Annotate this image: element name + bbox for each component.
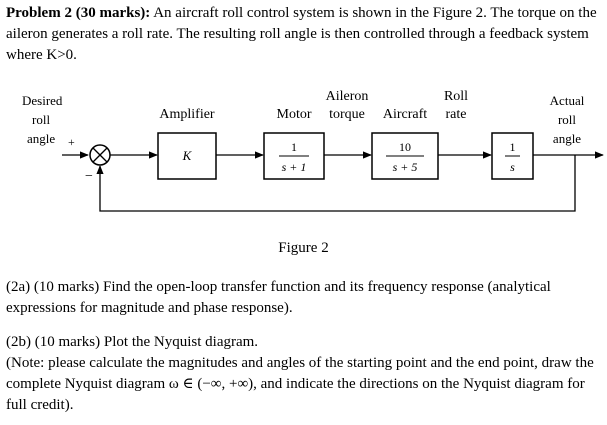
amplifier-block [157, 132, 217, 180]
aircraft-title: Aircraft [383, 107, 427, 122]
input-label-line1: Desired [22, 93, 63, 108]
aileron-torque-label-line1: Aileron [326, 89, 369, 104]
part-b-line1: (2b) (10 marks) Plot the Nyquist diagram… [6, 334, 259, 350]
summing-junction [89, 144, 111, 166]
aircraft-denominator: s + 5 [393, 160, 418, 174]
roll-rate-label-line2: rate [446, 107, 467, 122]
output-label-line2: roll [558, 112, 576, 127]
amplifier-gain: K [182, 148, 193, 163]
motor-denominator: s + 1 [282, 160, 307, 174]
input-label-line3: angle [27, 131, 55, 146]
feedback-path [96, 155, 576, 212]
figure-caption: Figure 2 [278, 240, 329, 256]
motor-title: Motor [277, 107, 312, 122]
motor-numerator: 1 [291, 140, 297, 154]
aileron-torque-label-line2: torque [329, 107, 365, 122]
minus-sign: − [85, 169, 93, 184]
output-label-line1: Actual [550, 93, 585, 108]
part-b-note: (Note: please calculate the magnitudes a… [6, 355, 594, 413]
output-label-line3: angle [553, 131, 581, 146]
plus-sign: + [68, 135, 75, 149]
integrator-denominator: s [510, 160, 515, 174]
problem-intro: An aircraft roll control system is shown… [6, 5, 597, 63]
input-label-line2: roll [32, 112, 50, 127]
problem-heading: Problem 2 (30 marks): [6, 5, 151, 21]
integrator-numerator: 1 [510, 140, 516, 154]
part-a-question: (2a) (10 marks) Find the open-loop trans… [6, 279, 551, 316]
amplifier-title: Amplifier [159, 107, 215, 122]
roll-rate-label-line1: Roll [444, 89, 468, 104]
aircraft-numerator: 10 [399, 140, 411, 154]
problem-statement: Problem 2 (30 marks): An aircraft roll c… [6, 3, 604, 66]
part-b-question: (2b) (10 marks) Plot the Nyquist diagram… [6, 332, 604, 416]
